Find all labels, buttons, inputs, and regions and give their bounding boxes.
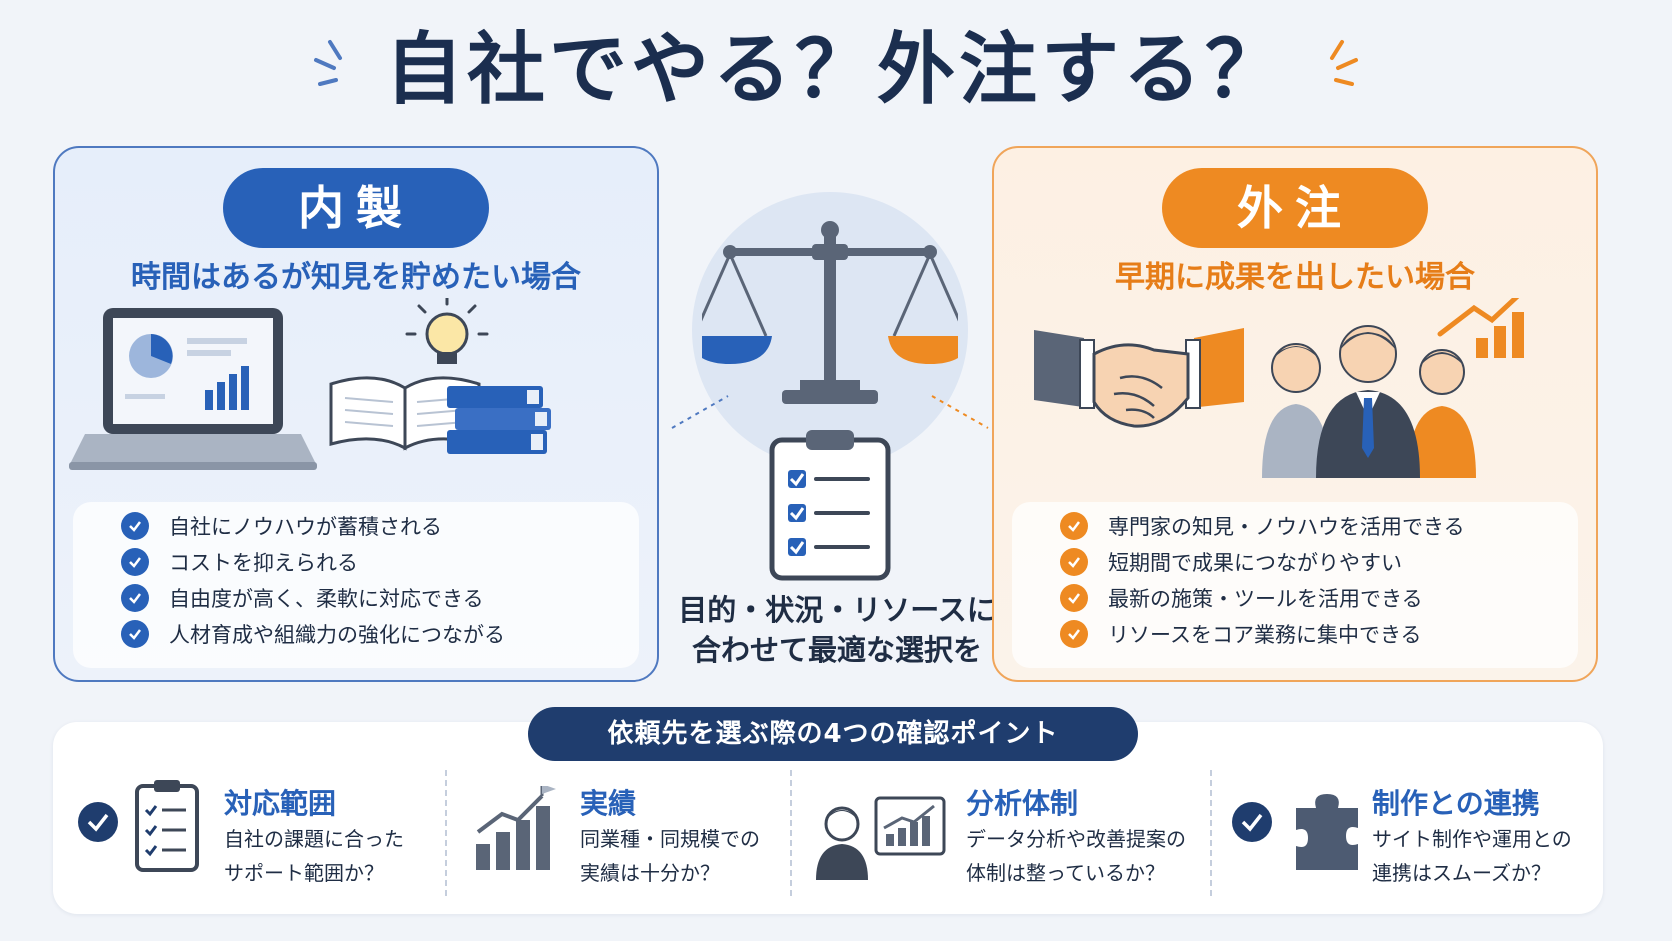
puzzle-icon <box>1290 790 1364 874</box>
list-item: 人材育成や組織力の強化につながる <box>121 616 505 652</box>
card-text: 同業種・同規模での 実績は十分か？ <box>580 822 760 890</box>
dotted-connector-right <box>930 392 990 432</box>
book-stack-icon <box>447 386 551 454</box>
card-text-line: 体制は整っているか？ <box>966 861 1165 885</box>
list-item-label: 人材育成や組織力の強化につながる <box>169 623 505 647</box>
analyst-icon <box>812 796 948 880</box>
check-circle-icon <box>1232 802 1272 842</box>
list-item: 自由度が高く、柔軟に対応できる <box>121 580 484 616</box>
list-item-label: 自社にノウハウが蓄積される <box>169 515 442 539</box>
check-icon <box>121 512 149 540</box>
list-item-label: コストを抑えられる <box>169 551 358 575</box>
outsource-panel: 外注 早期に成果を出したい場合 <box>992 146 1598 682</box>
title-accent-left <box>310 38 360 98</box>
card-text-line: 実績は十分か？ <box>580 861 720 885</box>
lightbulb-icon <box>405 294 489 364</box>
card-text-line: 連携はスムーズか？ <box>1372 861 1551 885</box>
card-title: 分析体制 <box>966 787 1079 820</box>
card-text: 自社の課題に合った サポート範囲か？ <box>224 822 404 890</box>
card-text-line: データ分析や改善提案の <box>966 827 1186 851</box>
check-icon <box>121 584 149 612</box>
list-item: 専門家の知見・ノウハウを活用できる <box>1060 508 1465 544</box>
center-message-line1: 目的・状況・リソースに <box>678 593 996 627</box>
outsource-subtitle: 早期に成果を出したい場合 <box>1115 260 1475 295</box>
inhouse-panel: 内製 時間はあるが知見を貯めたい場合 <box>53 146 659 682</box>
dotted-connector-left <box>670 392 730 432</box>
title-accent-right <box>1312 38 1362 98</box>
check-icon <box>121 620 149 648</box>
check-icon <box>1060 548 1088 576</box>
list-item: 短期間で成果につながりやすい <box>1060 544 1402 580</box>
list-item-label: 短期間で成果につながりやすい <box>1108 551 1402 575</box>
inhouse-illustration <box>55 294 657 478</box>
card-text: データ分析や改善提案の 体制は整っているか？ <box>966 822 1186 890</box>
outsource-illustration <box>994 289 1596 478</box>
card-title: 対応範囲 <box>224 787 337 820</box>
card-text-line: サポート範囲か？ <box>224 861 384 885</box>
list-item: 最新の施策・ツールを活用できる <box>1060 580 1423 616</box>
clipboard-icon <box>134 778 200 872</box>
list-item: リソースをコア業務に集中できる <box>1060 616 1422 652</box>
check-icon <box>1060 584 1088 612</box>
card-title: 制作との連携 <box>1372 787 1540 820</box>
laptop-icon <box>69 308 317 470</box>
inhouse-benefit-list: 自社にノウハウが蓄積される コストを抑えられる 自由度が高く、柔軟に対応できる … <box>73 502 639 668</box>
list-item-label: 最新の施策・ツールを活用できる <box>1108 587 1423 611</box>
divider <box>1210 770 1212 896</box>
divider <box>790 770 792 896</box>
card-title: 実績 <box>580 787 637 820</box>
inhouse-subtitle: 時間はあるが知見を貯めたい場合 <box>131 260 581 295</box>
card-text-line: 同業種・同規模での <box>580 827 760 851</box>
outsource-badge: 外注 <box>1162 168 1428 248</box>
list-item: 自社にノウハウが蓄積される <box>121 508 442 544</box>
center-message-line2: 合わせて最適な選択を <box>691 633 982 667</box>
page-title: 自社でやる？外注する？ <box>384 25 1287 115</box>
clipboard-checklist-icon <box>768 428 892 582</box>
card-text: サイト制作や運用との 連携はスムーズか？ <box>1372 822 1572 890</box>
team-people-icon <box>1262 325 1476 478</box>
card-text-line: サイト制作や運用との <box>1372 827 1572 851</box>
checkpoints-heading: 依頼先を選ぶ際の4つの確認ポイント <box>528 707 1138 761</box>
growth-arrow-icon <box>1437 289 1525 358</box>
list-item-label: 自由度が高く、柔軟に対応できる <box>169 587 484 611</box>
handshake-icon <box>1034 328 1244 428</box>
check-circle-icon <box>78 802 118 842</box>
balance-scale-icon <box>688 214 972 414</box>
growth-chart-icon <box>472 784 558 872</box>
divider <box>445 770 447 896</box>
list-item: コストを抑えられる <box>121 544 358 580</box>
list-item-label: リソースをコア業務に集中できる <box>1108 623 1422 647</box>
check-icon <box>121 548 149 576</box>
center-message: 目的・状況・リソースに 合わせて最適な選択を <box>672 590 1002 670</box>
card-text-line: 自社の課題に合った <box>224 827 404 851</box>
outsource-benefit-list: 専門家の知見・ノウハウを活用できる 短期間で成果につながりやすい 最新の施策・ツ… <box>1012 502 1578 668</box>
list-item-label: 専門家の知見・ノウハウを活用できる <box>1108 515 1465 539</box>
inhouse-badge: 内製 <box>223 168 489 248</box>
check-icon <box>1060 620 1088 648</box>
check-icon <box>1060 512 1088 540</box>
